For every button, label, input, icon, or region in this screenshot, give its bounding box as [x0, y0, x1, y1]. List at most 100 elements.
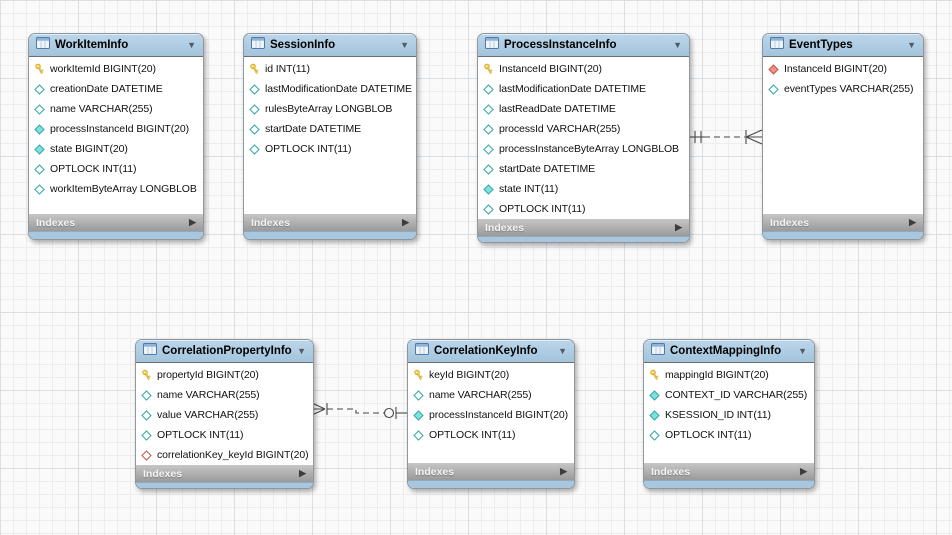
indexes-footer[interactable]: Indexes▶	[136, 465, 313, 482]
column-row[interactable]: OPTLOCK INT(11)	[478, 199, 689, 219]
column-label: OPTLOCK INT(11)	[665, 429, 752, 441]
expand-arrow-icon[interactable]: ▶	[675, 222, 682, 232]
indexes-label: Indexes	[36, 216, 76, 229]
column-label: name VARCHAR(255)	[429, 389, 532, 401]
column-row[interactable]: processInstanceId BIGINT(20)	[408, 405, 574, 425]
nullable-column-icon	[141, 409, 152, 421]
collapse-arrow-icon[interactable]: ▼	[187, 39, 196, 50]
table-header[interactable]: CorrelationKeyInfo▼	[408, 340, 574, 363]
column-row[interactable]: InstanceId BIGINT(20)	[763, 59, 923, 79]
indexes-footer[interactable]: Indexes ▶	[29, 214, 203, 231]
table-EventTypes[interactable]: EventTypes▼InstanceId BIGINT(20)eventTyp…	[762, 33, 924, 240]
expand-arrow-icon[interactable]: ▶	[299, 468, 306, 478]
column-row[interactable]: OPTLOCK INT(11)	[408, 425, 574, 445]
column-label: OPTLOCK INT(11)	[499, 203, 586, 215]
column-row[interactable]: OPTLOCK INT(11)	[244, 139, 416, 159]
crow-foot-many-icon	[745, 129, 763, 145]
column-row[interactable]: InstanceId BIGINT(20)	[478, 59, 689, 79]
collapse-arrow-icon[interactable]: ▼	[558, 345, 567, 356]
primary-key-icon	[141, 369, 152, 381]
column-row[interactable]: rulesByteArray LONGBLOB	[244, 99, 416, 119]
column-row[interactable]: value VARCHAR(255)	[136, 405, 313, 425]
indexes-footer[interactable]: Indexes▶	[408, 463, 574, 480]
table-header[interactable]: CorrelationPropertyInfo▼	[136, 340, 313, 363]
indexes-footer[interactable]: Indexes▶	[244, 214, 416, 231]
column-row[interactable]: CONTEXT_ID VARCHAR(255)	[644, 385, 814, 405]
indexes-footer[interactable]: Indexes▶	[644, 463, 814, 480]
column-label: OPTLOCK INT(11)	[157, 429, 244, 441]
column-label: processInstanceId BIGINT(20)	[50, 123, 190, 135]
column-row[interactable]: lastModificationDate DATETIME	[244, 79, 416, 99]
collapse-arrow-icon[interactable]: ▼	[297, 345, 306, 356]
column-label: id INT(11)	[265, 63, 310, 75]
table-title: SessionInfo	[270, 39, 336, 51]
expand-arrow-icon[interactable]: ▶	[189, 217, 196, 227]
column-row[interactable]: KSESSION_ID INT(11)	[644, 405, 814, 425]
column-row[interactable]: id INT(11)	[244, 59, 416, 79]
expand-arrow-icon[interactable]: ▶	[909, 217, 916, 227]
column-row[interactable]: OPTLOCK INT(11)	[136, 425, 313, 445]
column-row[interactable]: startDate DATETIME	[478, 159, 689, 179]
table-columns: InstanceId BIGINT(20) lastModificationDat…	[478, 57, 689, 219]
relationship-processinstanceinfo-eventtypes[interactable]	[688, 129, 763, 145]
table-header[interactable]: WorkItemInfo▼	[29, 34, 203, 57]
nullable-column-icon	[34, 103, 45, 115]
column-row[interactable]: name VARCHAR(255)	[29, 99, 203, 119]
column-row[interactable]: OPTLOCK INT(11)	[29, 159, 203, 179]
collapse-arrow-icon[interactable]: ▼	[400, 39, 409, 50]
column-row[interactable]: name VARCHAR(255)	[136, 385, 313, 405]
column-row[interactable]: workItemId BIGINT(20)	[29, 59, 203, 79]
column-row[interactable]: processId VARCHAR(255)	[478, 119, 689, 139]
column-label: startDate DATETIME	[499, 163, 596, 175]
column-row[interactable]: mappingId BIGINT(20)	[644, 365, 814, 385]
table-ProcessInstanceInfo[interactable]: ProcessInstanceInfo▼InstanceId BIGINT(20…	[477, 33, 690, 243]
column-row[interactable]: state BIGINT(20)	[29, 139, 203, 159]
nullable-column-icon	[249, 103, 260, 115]
column-row[interactable]: workItemByteArray LONGBLOB	[29, 179, 203, 199]
column-row[interactable]: propertyId BIGINT(20)	[136, 365, 313, 385]
column-label: value VARCHAR(255)	[157, 409, 259, 421]
column-label: state INT(11)	[499, 183, 559, 195]
table-bottom-strip	[244, 231, 416, 239]
required-column-icon	[34, 123, 45, 135]
column-row[interactable]: processInstanceByteArray LONGBLOB	[478, 139, 689, 159]
column-row[interactable]: name VARCHAR(255)	[408, 385, 574, 405]
collapse-arrow-icon[interactable]: ▼	[907, 39, 916, 50]
column-row[interactable]: eventTypes VARCHAR(255)	[763, 79, 923, 99]
column-label: name VARCHAR(255)	[157, 389, 260, 401]
collapse-arrow-icon[interactable]: ▼	[673, 39, 682, 50]
column-label: CONTEXT_ID VARCHAR(255)	[665, 389, 808, 401]
table-CorrelationKeyInfo[interactable]: CorrelationKeyInfo▼keyId BIGINT(20) name …	[407, 339, 575, 489]
table-header[interactable]: ProcessInstanceInfo▼	[478, 34, 689, 57]
table-header[interactable]: SessionInfo ▼	[244, 34, 416, 57]
column-row[interactable]: OPTLOCK INT(11)	[644, 425, 814, 445]
relationship-correlationkeyinfo-correlationpropertyinfo[interactable]	[311, 402, 407, 419]
primary-key-icon	[34, 63, 45, 75]
column-row[interactable]: state INT(11)	[478, 179, 689, 199]
table-WorkItemInfo[interactable]: WorkItemInfo▼workItemId BIGINT(20)creati…	[28, 33, 204, 240]
column-row[interactable]: processInstanceId BIGINT(20)	[29, 119, 203, 139]
column-row[interactable]: keyId BIGINT(20)	[408, 365, 574, 385]
table-CorrelationPropertyInfo[interactable]: CorrelationPropertyInfo▼propertyId BIGIN…	[135, 339, 314, 489]
column-row[interactable]: lastModificationDate DATETIME	[478, 79, 689, 99]
column-row[interactable]: startDate DATETIME	[244, 119, 416, 139]
expand-arrow-icon[interactable]: ▶	[402, 217, 409, 227]
relationship-dashed-line	[327, 408, 384, 414]
column-label: InstanceId BIGINT(20)	[499, 63, 602, 75]
column-label: OPTLOCK INT(11)	[265, 143, 352, 155]
collapse-arrow-icon[interactable]: ▼	[798, 345, 807, 356]
nullable-column-icon	[483, 123, 494, 135]
expand-arrow-icon[interactable]: ▶	[560, 466, 567, 476]
table-ContextMappingInfo[interactable]: ContextMappingInfo▼mappingId BIGINT(20) C…	[643, 339, 815, 489]
nullable-column-icon	[141, 429, 152, 441]
column-row[interactable]: lastReadDate DATETIME	[478, 99, 689, 119]
indexes-footer[interactable]: Indexes▶	[478, 219, 689, 236]
column-row[interactable]: creationDate DATETIME	[29, 79, 203, 99]
table-SessionInfo[interactable]: SessionInfo ▼ id INT(11) lastModificationDa…	[243, 33, 417, 240]
expand-arrow-icon[interactable]: ▶	[800, 466, 807, 476]
table-header[interactable]: ContextMappingInfo▼	[644, 340, 814, 363]
table-header[interactable]: EventTypes▼	[763, 34, 923, 57]
optional-circle-icon	[383, 407, 395, 419]
indexes-footer[interactable]: Indexes▶	[763, 214, 923, 231]
column-row[interactable]: correlationKey_keyId BIGINT(20)	[136, 445, 313, 465]
